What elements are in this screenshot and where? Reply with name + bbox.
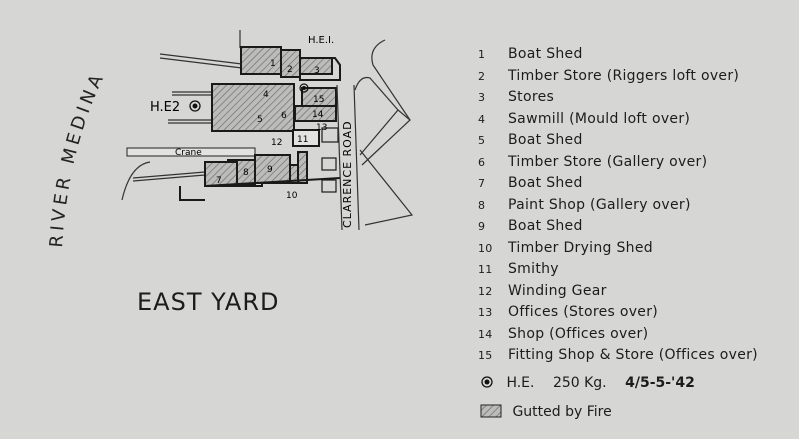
bomb-icon [481,376,493,388]
bomb-he2: H.E2 [150,100,201,115]
svg-text:1: 1 [270,59,276,69]
river-label: RIVER MEDINA [46,68,109,248]
map-title: EAST YARD [137,288,280,316]
svg-text:6: 6 [281,111,287,121]
hatch-swatch-icon [480,404,502,418]
svg-text:H.E.I.: H.E.I. [308,35,334,46]
legend-bomb: H.E. 250 Kg. 4/5-5-'42 [480,375,695,391]
legend-gutted: Gutted by Fire [480,404,612,420]
svg-text:10: 10 [286,191,298,201]
crane-rail [126,147,256,157]
svg-text:7: 7 [216,176,222,186]
slipways [121,30,243,201]
svg-text:12: 12 [271,138,282,148]
svg-text:13: 13 [316,123,327,133]
clarence-road [336,39,414,231]
road-label: CLARENCE ROAD [341,120,354,228]
building-numbers: 1 2 3 4 5 6 7 8 9 10 11 12 13 14 15 [216,59,327,201]
svg-text:8: 8 [243,168,249,178]
svg-text:2: 2 [287,65,293,75]
svg-text:11: 11 [297,135,308,145]
svg-text:9: 9 [267,165,273,175]
svg-text:5: 5 [257,115,263,125]
buildings [179,46,341,201]
svg-text:3: 3 [314,66,320,76]
svg-text:4: 4 [263,90,269,100]
bomb-he1: H.E.I. [299,35,334,93]
svg-text:14: 14 [312,110,324,120]
crane-label: Crane [175,148,202,158]
svg-text:15: 15 [313,95,324,105]
svg-text:H.E2: H.E2 [150,100,180,115]
